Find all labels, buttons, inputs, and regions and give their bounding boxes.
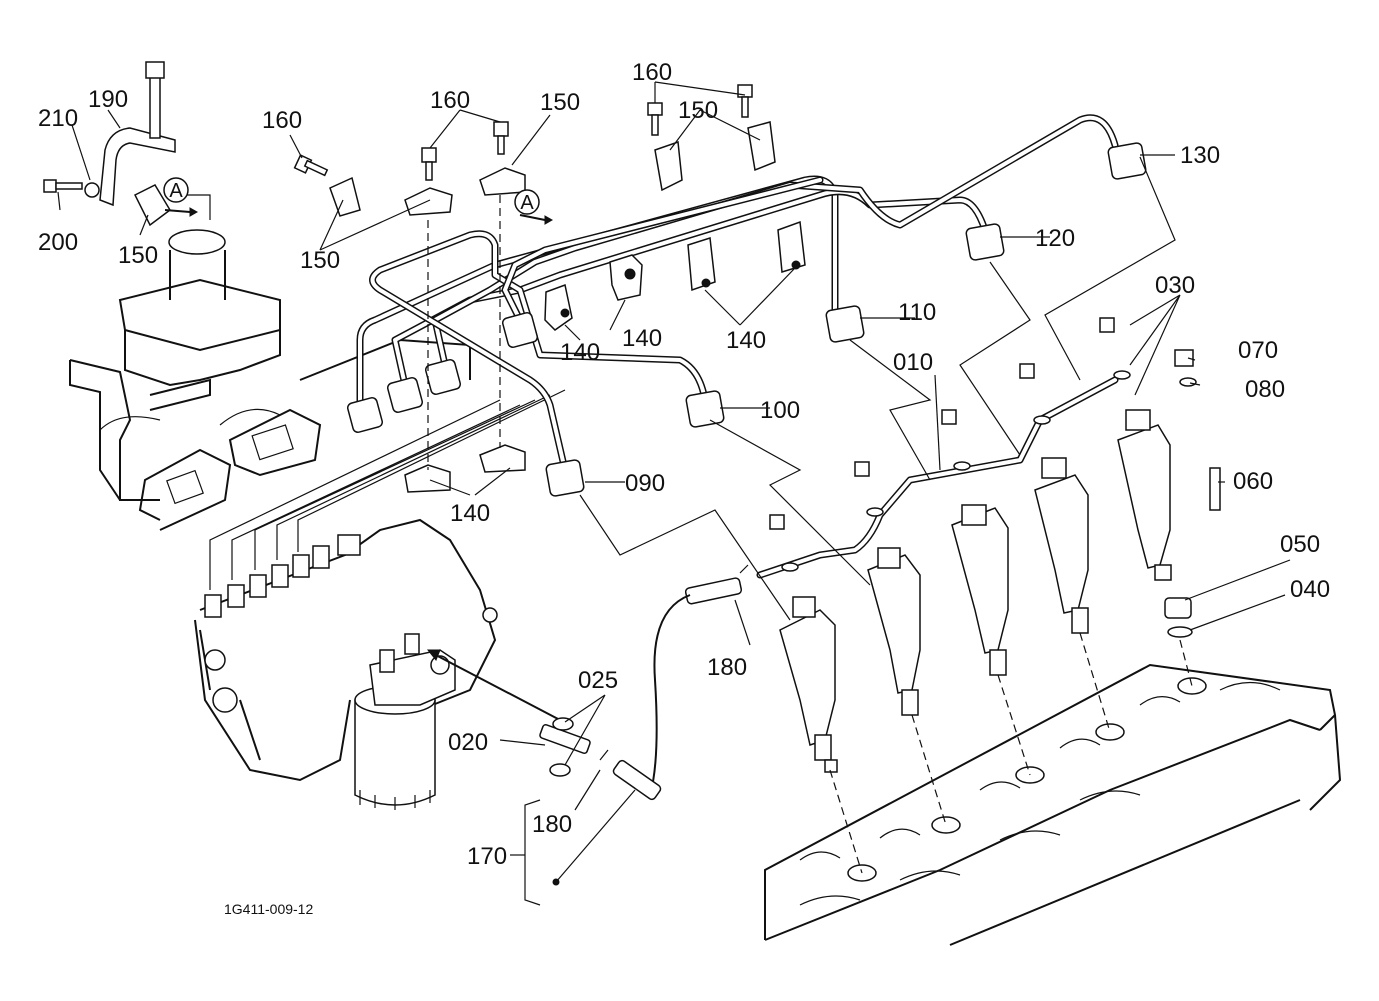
- callout-150: 150: [540, 89, 580, 116]
- bracket-and-bolts: [43, 61, 753, 207]
- reference-mark-a-right: A: [514, 189, 540, 215]
- callout-150: 150: [118, 242, 158, 269]
- reference-mark-a-left: A: [163, 177, 189, 203]
- callout-170: 170: [467, 843, 507, 870]
- callout-150: 150: [300, 247, 340, 274]
- callout-200: 200: [38, 229, 78, 256]
- callout-130: 130: [1180, 142, 1220, 169]
- pump-delivery-valves: [204, 534, 361, 618]
- injector-nozzles: [779, 349, 1221, 874]
- injection-pipes: [347, 114, 1147, 497]
- callout-140: 140: [622, 325, 662, 352]
- cylinder-head-drawing: [764, 663, 1342, 946]
- callout-070: 070: [1238, 337, 1278, 364]
- fuel-filter-drawing: [354, 633, 456, 810]
- callout-010: 010: [893, 349, 933, 376]
- callout-210: 210: [38, 105, 78, 132]
- callout-140: 140: [726, 327, 766, 354]
- callout-040: 040: [1290, 576, 1330, 603]
- return-hose: [426, 564, 749, 906]
- callout-100: 100: [760, 397, 800, 424]
- callout-160: 160: [430, 87, 470, 114]
- reference-mark-a-right-label: A: [520, 192, 534, 214]
- callout-140: 140: [560, 339, 600, 366]
- callout-050: 050: [1280, 531, 1320, 558]
- callout-160: 160: [632, 59, 672, 86]
- reference-mark-a-left-label: A: [169, 180, 183, 202]
- callout-080: 080: [1245, 376, 1285, 403]
- callout-160: 160: [262, 107, 302, 134]
- callout-020: 020: [448, 729, 488, 756]
- leader-lines: [57, 81, 1291, 856]
- callout-025: 025: [578, 667, 618, 694]
- part-callouts: 210 190 200 150 160 150 160 150 160 150 …: [38, 59, 1330, 870]
- callout-030: 030: [1155, 272, 1195, 299]
- drawing-id: 1G411-009-12: [224, 901, 313, 917]
- callout-120: 120: [1035, 225, 1075, 252]
- callout-090: 090: [625, 470, 665, 497]
- leak-off-pipe: [756, 317, 1131, 579]
- callout-110: 110: [898, 299, 936, 326]
- injection-pump-drawing: [194, 389, 566, 782]
- callout-190: 190: [88, 86, 128, 113]
- callout-140: 140: [450, 500, 490, 527]
- callout-180: 180: [532, 811, 572, 838]
- callout-150: 150: [678, 97, 718, 124]
- intake-manifold-drawing: [69, 229, 471, 531]
- callout-180: 180: [707, 654, 747, 681]
- pipe-clamps: [133, 121, 806, 493]
- callout-060: 060: [1233, 468, 1273, 495]
